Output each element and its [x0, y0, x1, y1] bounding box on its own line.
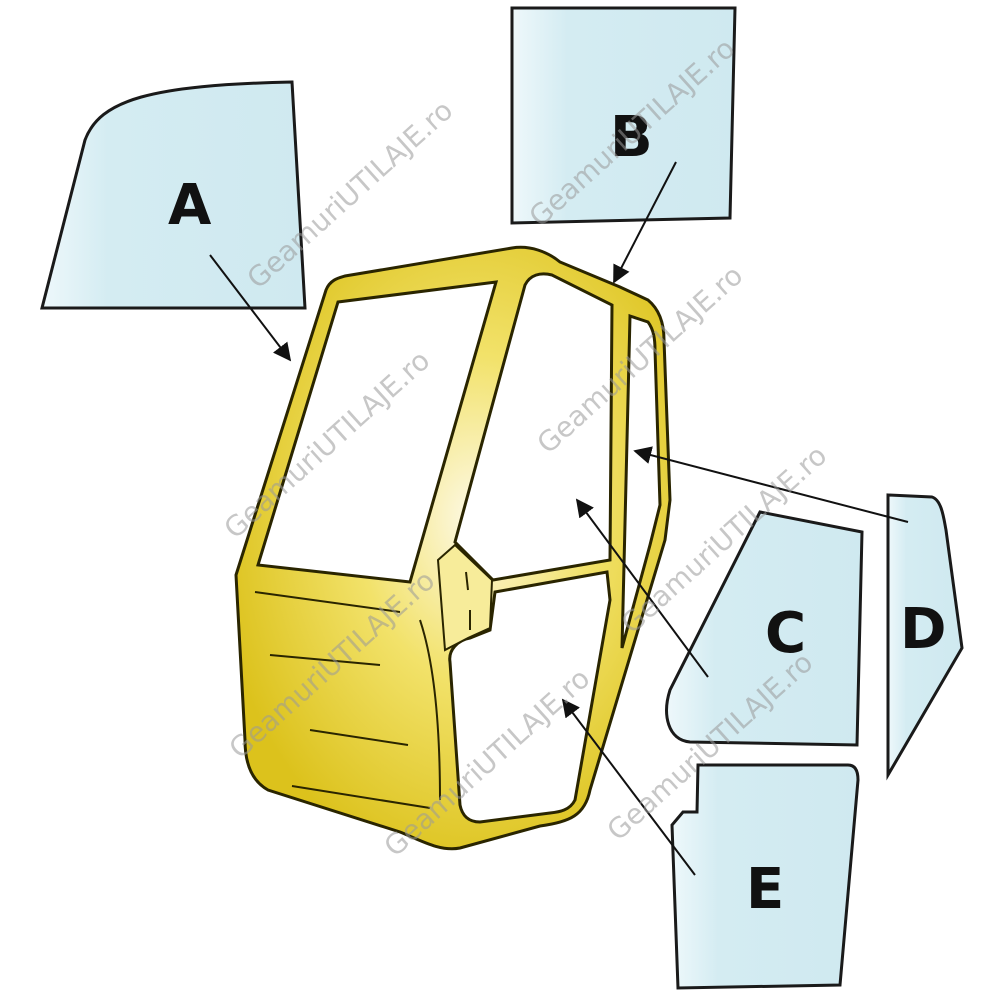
panel-c-label: C: [765, 601, 806, 666]
side-upper-window-opening: [453, 272, 614, 582]
body-line-2: [269, 654, 381, 666]
panel-b-label: B: [610, 105, 653, 170]
panel-c-shape: [665, 510, 864, 747]
cab-frame: [234, 245, 672, 851]
glass-panel-b: B: [510, 6, 737, 225]
pointer-arrows: [209, 161, 909, 876]
pillar-line: [465, 571, 469, 591]
body-line-4: [291, 785, 431, 809]
arrow-a: [209, 254, 292, 362]
pillar-detail: [436, 543, 494, 652]
panel-d-shape: [886, 493, 964, 781]
arrow-d: [633, 446, 909, 523]
panel-a-shape: [40, 80, 307, 310]
glass-panel-e: E: [670, 763, 860, 990]
arrow-e: [561, 698, 696, 876]
panel-a-label: A: [168, 173, 212, 238]
panel-e-label: E: [746, 857, 784, 922]
glass-panel-d: D: [886, 493, 964, 781]
rear-window-opening: [620, 313, 662, 649]
glass-panel-c: C: [665, 510, 864, 747]
panel-e-shape: [670, 763, 860, 990]
door-edge-line: [419, 619, 441, 801]
front-window-opening: [256, 280, 499, 584]
panel-b-shape: [510, 6, 737, 225]
body-line-3: [309, 729, 409, 746]
glass-panel-a: A: [40, 80, 307, 310]
panel-d-label: D: [900, 597, 946, 662]
arrow-c: [575, 498, 709, 678]
arrow-b: [613, 161, 677, 284]
body-line-1: [254, 591, 401, 613]
